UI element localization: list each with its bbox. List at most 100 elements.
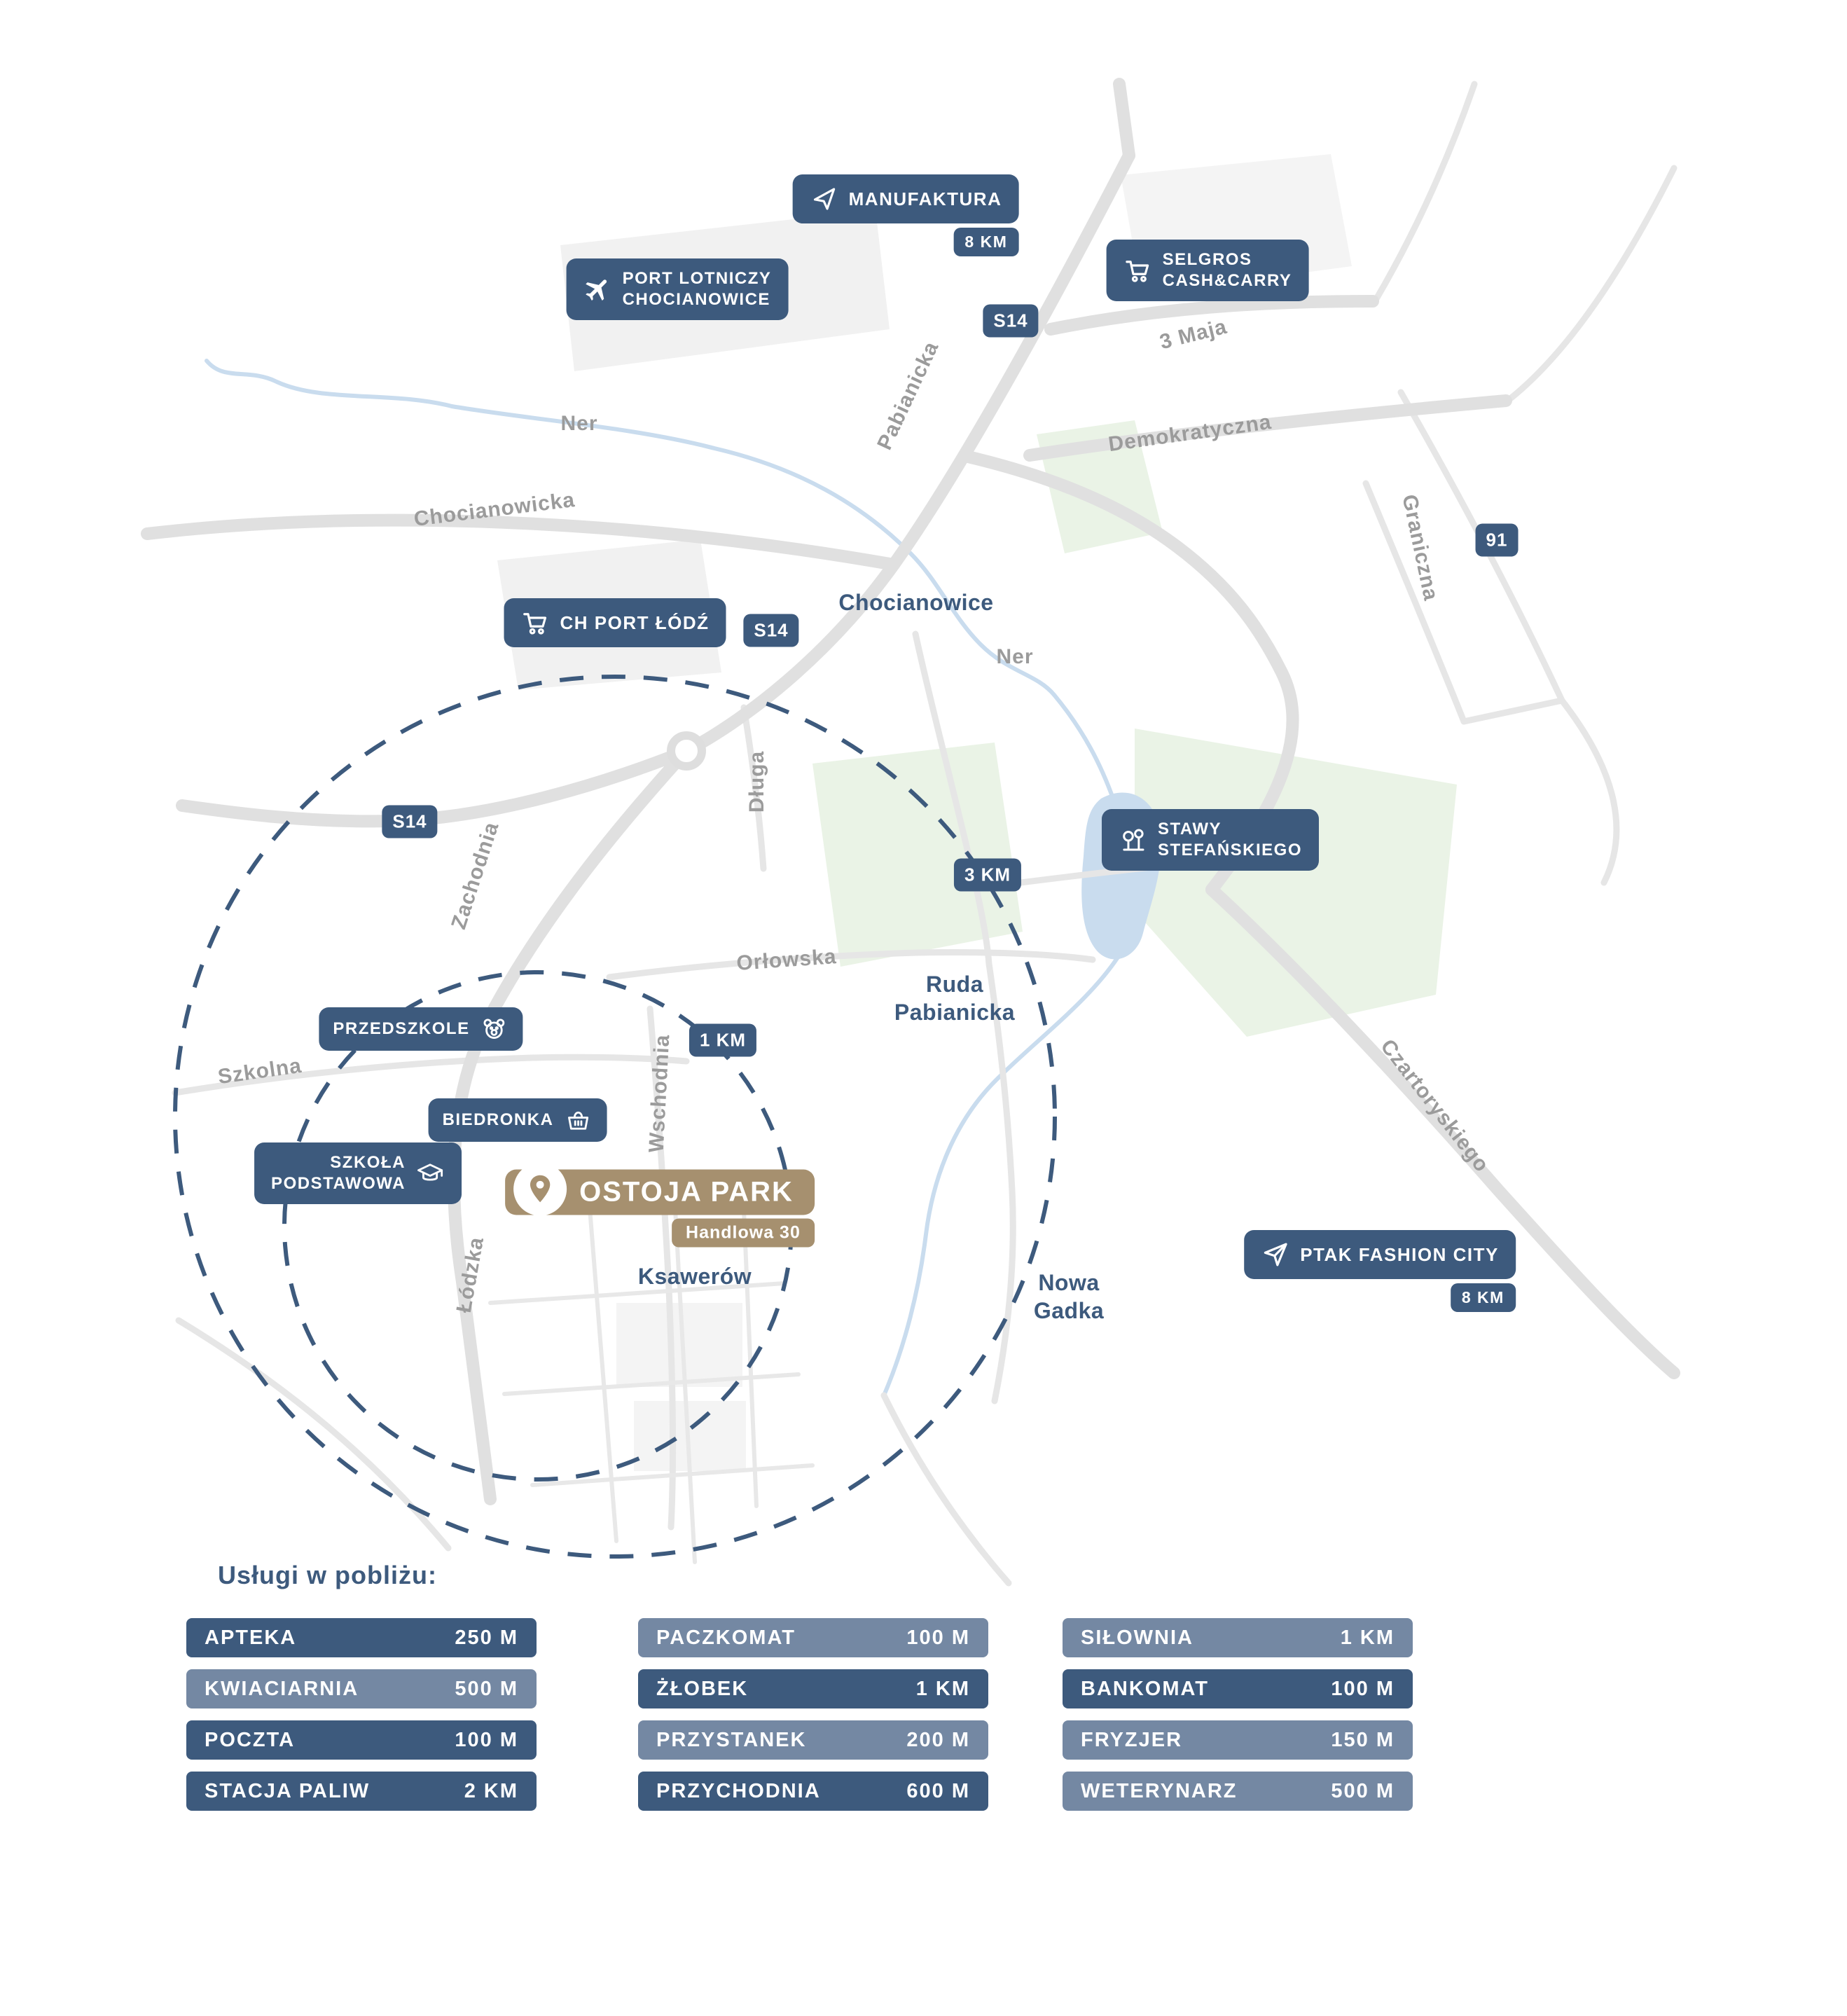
river-ner: [205, 359, 1126, 1397]
legend-item-name: PRZYCHODNIA: [656, 1779, 821, 1802]
roundabout: [667, 731, 706, 771]
poi-label-line: SZKOŁA: [330, 1153, 406, 1172]
legend-item-name: BANKOMAT: [1081, 1677, 1209, 1700]
legend-item-name: POCZTA: [205, 1728, 296, 1751]
legend-item-name: FRYZJER: [1081, 1728, 1183, 1751]
legend-item-value: 1 KM: [915, 1677, 970, 1700]
legend-item-przystanek: PRZYSTANEK 200 M: [638, 1720, 988, 1760]
send-icon: [1261, 1240, 1290, 1269]
project-title: OSTOJA PARK: [579, 1176, 794, 1208]
legend-item-name: PACZKOMAT: [656, 1626, 796, 1649]
route-shield-s14-north: S14: [983, 304, 1039, 338]
poi-ptak-fashion-city: PTAK FASHION CITY 8 KM: [1244, 1230, 1516, 1312]
radius-badge-1km: 1 KM: [689, 1023, 757, 1057]
poi-label-line: CASH&CARRY: [1162, 271, 1292, 290]
legend-item-name: PRZYSTANEK: [656, 1728, 807, 1751]
place-label-ksawerow: Ksawerów: [637, 1264, 752, 1289]
legend-item-value: 500 M: [455, 1677, 518, 1700]
navigation-arrow-icon: [810, 184, 839, 214]
legend-item-fryzjer: FRYZJER 150 M: [1063, 1720, 1413, 1760]
poi-stawy-stefanskiego: STAWY STEFAŃSKIEGO: [1101, 809, 1320, 871]
route-shield-91: 91: [1475, 523, 1519, 557]
legend-item-value: 150 M: [1331, 1728, 1395, 1751]
poi-label-line: PODSTAWOWA: [271, 1174, 406, 1193]
legend-item-paczkomat: PACZKOMAT 100 M: [638, 1618, 988, 1657]
legend-column-3: SIŁOWNIA 1 KM BANKOMAT 100 M FRYZJER 150…: [1063, 1618, 1413, 1811]
poi-label-line: PORT LOTNICZY: [622, 269, 772, 288]
poi-label: PORT LOTNICZY CHOCIANOWICE: [623, 268, 772, 310]
poi-ostoja-park: OSTOJA PARK Handlowa 30: [505, 1162, 815, 1248]
poi-port-lotniczy: PORT LOTNICZY CHOCIANOWICE: [566, 258, 789, 320]
poi-distance-pill: 8 KM: [1450, 1283, 1516, 1312]
legend-column-2: PACZKOMAT 100 M ŻŁOBEK 1 KM PRZYSTANEK 2…: [638, 1618, 988, 1811]
poi-label-line: CHOCIANOWICE: [622, 290, 770, 309]
legend-item-value: 100 M: [455, 1728, 518, 1751]
radius-3km-circle: [173, 675, 1057, 1559]
roads-major: [141, 78, 1680, 1505]
poi-manufaktura: MANUFAKTURA 8 KM: [792, 174, 1019, 256]
legend-item-apteka: APTEKA 250 M: [186, 1618, 537, 1657]
poi-label-line: SELGROS: [1162, 250, 1252, 269]
poi-label: MANUFAKTURA: [848, 188, 1002, 209]
legend-item-name: STACJA PALIW: [205, 1779, 371, 1802]
legend-item-value: 200 M: [906, 1728, 970, 1751]
legend-item-stacja-paliw: STACJA PALIW 2 KM: [186, 1772, 537, 1811]
legend-item-bankomat: BANKOMAT 100 M: [1063, 1669, 1413, 1708]
legend-title: Usługi w pobliżu:: [218, 1561, 437, 1589]
poi-label: BIEDRONKA: [442, 1110, 554, 1129]
legend-item-przychodnia: PRZYCHODNIA 600 M: [638, 1772, 988, 1811]
place-line: Gadka: [1033, 1298, 1105, 1323]
legend-item-value: 100 M: [1331, 1677, 1395, 1700]
poi-szkola-podstawowa: SZKOŁA PODSTAWOWA: [254, 1142, 462, 1204]
place-label-ruda-pabianicka: Ruda Pabianicka: [894, 970, 1015, 1026]
project-address-pill: Handlowa 30: [672, 1218, 815, 1248]
legend-column-1: APTEKA 250 M KWIACIARNIA 500 M POCZTA 10…: [186, 1618, 537, 1811]
place-line: Ruda: [925, 972, 983, 997]
shopping-cart-icon: [521, 608, 551, 637]
road-label-dluga: Długa: [745, 750, 768, 813]
legend-item-value: 250 M: [455, 1626, 518, 1649]
poi-label: STAWY STEFAŃSKIEGO: [1158, 819, 1302, 861]
legend-item-name: WETERYNARZ: [1081, 1779, 1238, 1802]
road-label-ner-2: Ner: [996, 645, 1034, 668]
poi-ch-port-lodz: CH PORT ŁÓDŹ: [504, 598, 726, 647]
poi-label-line: STAWY: [1157, 820, 1222, 838]
poi-distance-pill: 8 KM: [953, 228, 1019, 256]
airplane-icon: [583, 275, 613, 304]
place-label-nowa-gadka: Nowa Gadka: [1034, 1269, 1104, 1325]
poi-przedszkole: PRZEDSZKOLE: [319, 1007, 523, 1051]
poi-label: PTAK FASHION CITY: [1300, 1243, 1499, 1265]
legend-item-value: 100 M: [906, 1626, 970, 1649]
legend-item-silownia: SIŁOWNIA 1 KM: [1063, 1618, 1413, 1657]
place-label-chocianowice: Chocianowice: [838, 590, 994, 615]
legend-item-name: KWIACIARNIA: [205, 1677, 359, 1700]
legend-item-value: 2 KM: [464, 1779, 518, 1802]
green-areas: [812, 420, 1457, 1037]
route-shield-s14-mid: S14: [743, 614, 799, 647]
poi-label: CH PORT ŁÓDŹ: [560, 612, 710, 633]
shield-text: 91: [1486, 529, 1508, 551]
poi-biedronka: BIEDRONKA: [428, 1098, 607, 1142]
shield-text: S14: [392, 810, 427, 832]
graduation-cap-icon: [415, 1159, 445, 1188]
legend-item-weterynarz: WETERYNARZ 500 M: [1063, 1772, 1413, 1811]
place-line: Nowa: [1038, 1270, 1100, 1295]
shield-text: S14: [754, 619, 789, 641]
poi-label: PRZEDSZKOLE: [333, 1019, 470, 1038]
legend-item-name: ŻŁOBEK: [656, 1677, 749, 1700]
road-label-ner-1: Ner: [560, 412, 598, 435]
legend-item-value: 600 M: [906, 1779, 970, 1802]
legend-item-value: 500 M: [1331, 1779, 1395, 1802]
legend-item-name: APTEKA: [205, 1626, 297, 1649]
poi-label-line: STEFAŃSKIEGO: [1157, 841, 1303, 859]
gray-areas: [497, 154, 1352, 1471]
teddy-bear-icon: [480, 1014, 509, 1044]
legend-item-kwiaciarnia: KWIACIARNIA 500 M: [186, 1669, 537, 1708]
legend-item-value: 1 KM: [1340, 1626, 1395, 1649]
route-shield-s14-west: S14: [382, 805, 438, 838]
poi-selgros: SELGROS CASH&CARRY: [1106, 240, 1309, 301]
shield-text: S14: [993, 310, 1028, 331]
basket-icon: [563, 1105, 593, 1135]
legend-item-poczta: POCZTA 100 M: [186, 1720, 537, 1760]
